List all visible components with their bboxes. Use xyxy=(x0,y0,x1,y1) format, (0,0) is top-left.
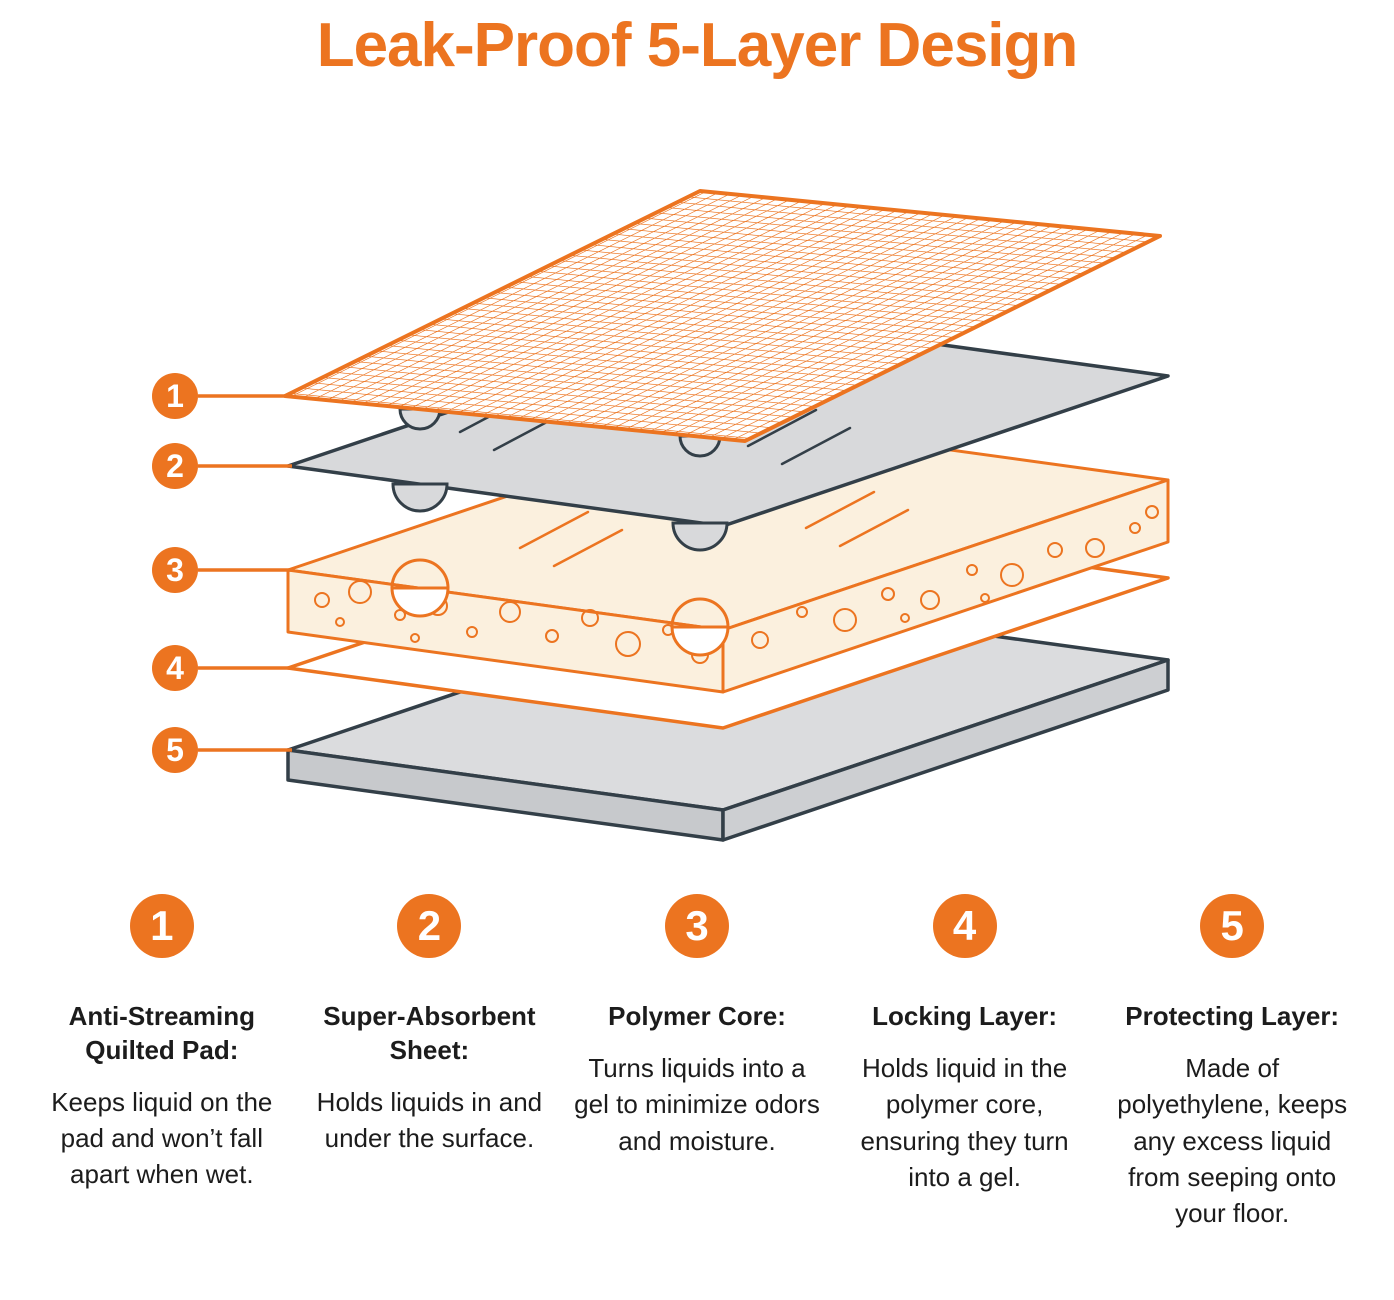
feature-item-1: 1 Anti-Streaming Quilted Pad: Keeps liqu… xyxy=(28,894,296,1193)
callout-5-badge xyxy=(152,727,198,773)
callout-3: 3 xyxy=(152,547,292,593)
layer5-right-face xyxy=(721,658,1170,842)
feature-3-heading: Polymer Core: xyxy=(608,1001,786,1031)
callout-5-number: 5 xyxy=(166,732,184,768)
feature-item-5: 5 Protecting Layer: Made of polyethylene… xyxy=(1098,894,1366,1232)
callout-4-number: 4 xyxy=(166,650,184,686)
feature-2-number-badge: 2 xyxy=(397,894,462,958)
diagram-callouts: 1 2 3 4 5 xyxy=(152,373,292,773)
feature-2-heading: Super-Absorbent Sheet: xyxy=(323,1001,536,1065)
callout-1-number: 1 xyxy=(166,378,184,414)
feature-1-number-badge: 1 xyxy=(129,894,194,958)
layer3-notches xyxy=(390,558,730,657)
polymer-bubbles xyxy=(314,505,1159,664)
layer3-right-face xyxy=(721,478,1170,694)
feature-list: 1 Anti-Streaming Quilted Pad: Keeps liqu… xyxy=(0,894,1394,1232)
feature-1-description: Keeps liquid on the pad and won’t fall a… xyxy=(51,1086,273,1190)
layer-diagram: 1 2 3 4 5 xyxy=(152,189,1170,842)
callout-4-badge xyxy=(152,645,198,691)
callout-4: 4 xyxy=(152,645,292,691)
callout-3-badge xyxy=(152,547,198,593)
callout-3-number: 3 xyxy=(166,552,184,588)
feature-item-2: 2 Super-Absorbent Sheet: Holds liquids i… xyxy=(296,894,564,1156)
feature-2-description: Holds liquids in and under the surface. xyxy=(316,1086,543,1153)
callout-2-number: 2 xyxy=(166,448,184,484)
feature-3-number-badge: 3 xyxy=(665,894,729,958)
feature-5-heading: Protecting Layer: xyxy=(1125,1001,1340,1031)
callout-2-badge xyxy=(152,443,198,489)
callout-2: 2 xyxy=(152,443,292,489)
feature-4-number-badge: 4 xyxy=(932,894,997,958)
diagram-layer-1-quilted-pad xyxy=(283,189,1162,458)
callout-1: 1 xyxy=(152,373,290,419)
page-title: Leak-Proof 5-Layer Design xyxy=(316,11,1079,80)
layer1-mesh xyxy=(283,189,1162,443)
feature-5-number-badge: 5 xyxy=(1200,894,1265,958)
feature-item-3: 3 Polymer Core: Turns liquids into a gel… xyxy=(563,894,831,1159)
layer1-funnel-bumps xyxy=(398,407,722,458)
callout-1-badge xyxy=(152,373,198,419)
feature-item-4: 4 Locking Layer: Holds liquid in the pol… xyxy=(831,894,1099,1195)
feature-3-description: Turns liquids into a gel to minimize odo… xyxy=(574,1052,820,1156)
feature-1-heading: Anti-Streaming Quilted Pad: xyxy=(68,1001,255,1065)
feature-4-heading: Locking Layer: xyxy=(872,1001,1058,1031)
layer2-funnel-bumps xyxy=(391,482,729,552)
layer3-flow-marks xyxy=(518,490,910,568)
feature-5-description: Made of polyethylene, keeps any excess l… xyxy=(1117,1052,1348,1229)
callout-5: 5 xyxy=(152,727,292,773)
feature-4-description: Holds liquid in the polymer core, ensuri… xyxy=(860,1052,1069,1192)
